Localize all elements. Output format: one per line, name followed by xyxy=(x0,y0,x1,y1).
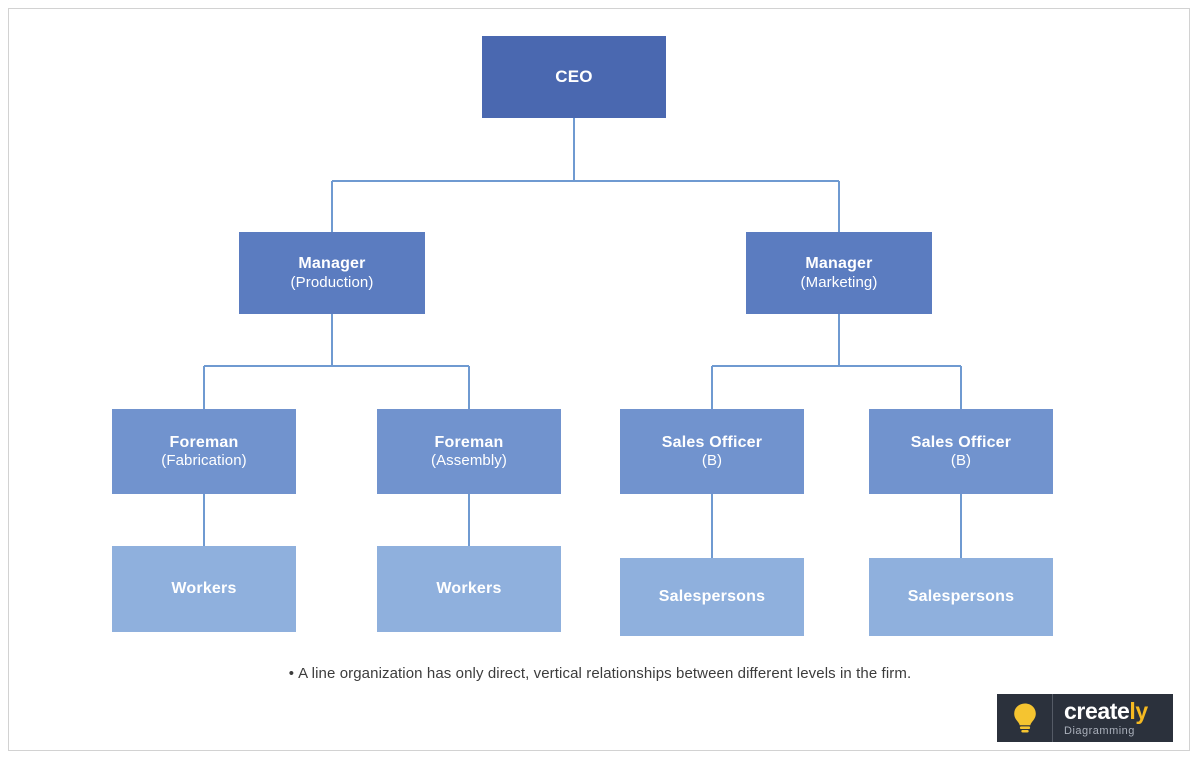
node-title: Salespersons xyxy=(658,588,766,606)
node-subtitle: (Fabrication) xyxy=(161,452,247,470)
node-subtitle: (Production) xyxy=(290,273,374,291)
caption-text: A line organization has only direct, ver… xyxy=(298,665,912,682)
creately-logo[interactable]: creately Diagramming xyxy=(997,694,1173,742)
node-subtitle: (Marketing) xyxy=(800,273,878,291)
node-subtitle: (B) xyxy=(950,452,972,470)
node-ceo[interactable]: CEO xyxy=(482,36,666,118)
node-salespersons-1[interactable]: Salespersons xyxy=(620,558,804,636)
caption-bullet: • xyxy=(288,665,295,682)
node-subtitle: (Assembly) xyxy=(430,452,507,470)
node-title: Workers xyxy=(436,580,502,598)
node-title: Sales Officer xyxy=(910,433,1012,451)
node-foreman-fab[interactable]: Foreman(Fabrication) xyxy=(112,409,296,494)
logo-tagline: Diagramming xyxy=(1064,724,1135,737)
node-title: Workers xyxy=(171,580,237,598)
node-mgr-mkt[interactable]: Manager(Marketing) xyxy=(746,232,932,314)
node-title: Foreman xyxy=(434,433,504,451)
node-salespersons-2[interactable]: Salespersons xyxy=(869,558,1053,636)
node-foreman-asm[interactable]: Foreman(Assembly) xyxy=(377,409,561,494)
logo-wordmark: creately xyxy=(1064,697,1173,724)
logo-brand-accent: ly xyxy=(1129,697,1148,724)
node-sales-off-1[interactable]: Sales Officer(B) xyxy=(620,409,804,494)
node-title: CEO xyxy=(555,66,593,86)
lightbulb-icon xyxy=(997,694,1053,742)
node-subtitle: (B) xyxy=(701,452,723,470)
logo-brand-first: create xyxy=(1064,697,1130,724)
node-mgr-prod[interactable]: Manager(Production) xyxy=(239,232,425,314)
logo-wordmark-group: creately Diagramming xyxy=(1053,697,1173,737)
node-sales-off-2[interactable]: Sales Officer(B) xyxy=(869,409,1053,494)
chart-caption: •A line organization has only direct, ve… xyxy=(0,665,1200,682)
node-title: Sales Officer xyxy=(661,433,763,451)
node-title: Manager xyxy=(805,255,873,273)
node-workers-1[interactable]: Workers xyxy=(112,546,296,632)
node-title: Foreman xyxy=(169,433,239,451)
node-title: Manager xyxy=(298,255,366,273)
node-title: Salespersons xyxy=(907,588,1015,606)
node-workers-2[interactable]: Workers xyxy=(377,546,561,632)
